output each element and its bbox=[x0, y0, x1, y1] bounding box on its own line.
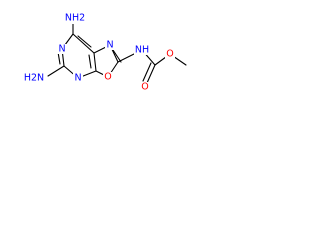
atom-n-ring-lower: N bbox=[74, 73, 81, 84]
atom-o-carbonyl: O bbox=[141, 82, 148, 93]
bond-c-o-double-b bbox=[142, 62, 152, 82]
bond-c3a-c7a bbox=[93, 52, 97, 72]
bond-c5-nh2 bbox=[47, 65, 65, 77]
bond-n-ox-c2-double bbox=[112, 49, 122, 63]
bond-c7-n6-double bbox=[77, 35, 92, 48]
atom-nh2-bottom: H2N bbox=[24, 73, 44, 84]
structure-diagram: NH2 H2N N N N O NH O O bbox=[24, 13, 187, 93]
bond-c3a-c7a-double bbox=[88, 54, 92, 69]
bond-c7a-c7 bbox=[72, 33, 95, 54]
atom-o-oxazole: O bbox=[104, 72, 111, 83]
bond-c-o-double-a bbox=[146, 64, 156, 84]
atom-nh2-top: NH2 bbox=[65, 13, 85, 24]
atom-n-ring-upper: N bbox=[58, 44, 65, 55]
bonds bbox=[47, 21, 187, 84]
atom-o-ester: O bbox=[166, 49, 173, 60]
atom-n-oxazole: N bbox=[106, 40, 113, 51]
atom-nh-carbamate: NH bbox=[135, 45, 149, 56]
atom-labels: NH2 H2N N N N O NH O O bbox=[24, 13, 175, 93]
